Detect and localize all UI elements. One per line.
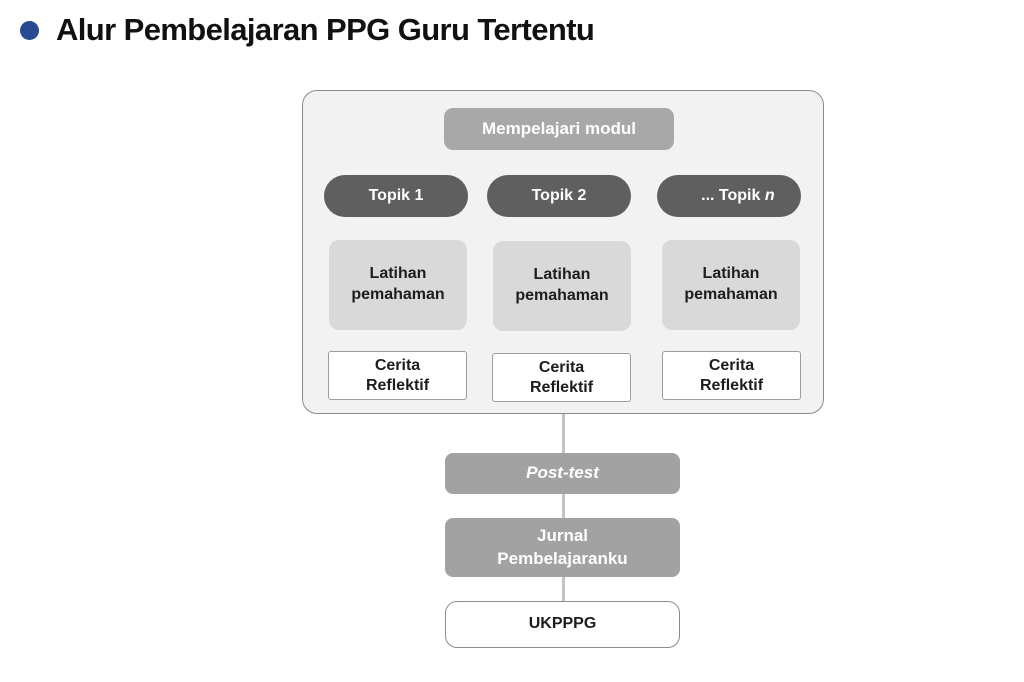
module-label: Mempelajari modul (482, 118, 636, 138)
cerita-line1: Cerita (708, 357, 755, 375)
jurnal-box: Jurnal Pembelajaranku (445, 518, 680, 577)
latihan-line1: Latihan (702, 265, 760, 283)
topic-1-box: Topik 1 (324, 175, 468, 217)
latihan-line2: pemahaman (515, 287, 609, 304)
cerita-box-2: Cerita Reflektif (492, 353, 631, 402)
cerita-line1: Cerita (538, 359, 585, 377)
page-title: Alur Pembelajaran PPG Guru Tertentu (56, 12, 595, 47)
jurnal-line1: Jurnal (536, 526, 589, 546)
cerita-box-n: Cerita Reflektif (662, 351, 801, 400)
connector-to-ukpppg (562, 577, 565, 601)
posttest-label: Post-test (526, 463, 599, 483)
topic-n-label: Topik (718, 186, 761, 204)
bullet-dot-icon (20, 20, 39, 40)
topic-2-box: Topik 2 (487, 175, 631, 217)
connector-to-posttest (562, 413, 565, 453)
latihan-line2: pemahaman (351, 286, 445, 303)
cerita-line2: Reflektif (699, 376, 764, 394)
latihan-box-n: Latihan pemahaman (662, 240, 800, 330)
jurnal-line2: Pembelajaranku (497, 548, 628, 568)
topic-1-label: Topik 1 (368, 186, 424, 204)
latihan-line2: pemahaman (684, 286, 778, 303)
topic-n-box: ... Topik n (657, 175, 801, 217)
cerita-line1: Cerita (374, 357, 421, 375)
cerita-line2: Reflektif (365, 376, 430, 394)
ukpppg-box: UKPPPG (445, 601, 680, 648)
posttest-box: Post-test (445, 453, 680, 494)
latihan-line1: Latihan (369, 265, 427, 283)
cerita-line2: Reflektif (529, 378, 594, 396)
topic-n-suffix: n (760, 186, 775, 204)
latihan-line1: Latihan (533, 266, 591, 284)
module-box: Mempelajari modul (444, 108, 674, 150)
topic-n-prefix: ... (701, 186, 719, 204)
connector-to-jurnal (562, 494, 565, 518)
cerita-box-1: Cerita Reflektif (328, 351, 467, 400)
ukpppg-label: UKPPPG (528, 615, 597, 633)
title-row: Alur Pembelajaran PPG Guru Tertentu (20, 10, 595, 50)
latihan-box-1: Latihan pemahaman (329, 240, 467, 330)
topic-2-label: Topik 2 (531, 186, 587, 204)
latihan-box-2: Latihan pemahaman (493, 241, 631, 331)
